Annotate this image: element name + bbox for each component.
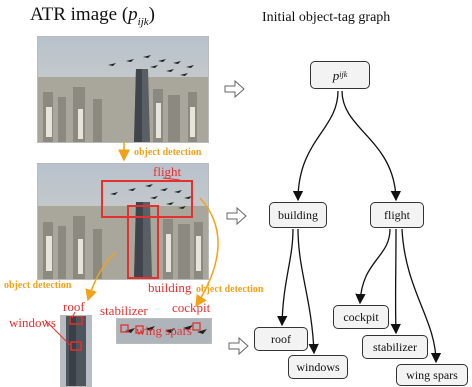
building-label: building bbox=[148, 280, 192, 295]
city-photo-1 bbox=[38, 37, 208, 142]
aircraft-formation-1 bbox=[108, 55, 194, 76]
transition-arrow-2 bbox=[226, 206, 247, 226]
city-photo-2 bbox=[38, 164, 208, 279]
node-flight: flight bbox=[370, 202, 424, 228]
stabilizer-label: stabilizer bbox=[100, 303, 148, 318]
flight-label: flight bbox=[153, 164, 182, 179]
flight-pointer bbox=[162, 177, 181, 181]
roof-label: roof bbox=[63, 299, 85, 314]
node-stabilizer: stabilizer bbox=[362, 335, 428, 359]
stabilizer-box bbox=[120, 324, 129, 333]
aircraft-crop-image bbox=[117, 319, 211, 343]
object-detection-label-left: object detection bbox=[4, 280, 72, 291]
node-root-subscript: ijk bbox=[339, 70, 348, 79]
node-roof: roof bbox=[254, 327, 308, 351]
transition-arrow-1 bbox=[224, 79, 245, 99]
transition-arrow-3 bbox=[228, 336, 249, 356]
atr-title-close: ) bbox=[148, 4, 155, 25]
edge-root-flight bbox=[341, 90, 402, 202]
atr-title-symbol: p bbox=[128, 4, 138, 25]
atr-photo-original bbox=[37, 36, 209, 143]
edge-flight-wing-spars bbox=[401, 228, 442, 364]
node-cockpit: cockpit bbox=[333, 305, 389, 329]
node-root-symbol: p bbox=[332, 67, 340, 83]
atr-photo-detected bbox=[37, 163, 209, 280]
roof-pointer bbox=[71, 311, 76, 319]
edge-root-building bbox=[292, 90, 339, 202]
atr-image-title: ATR image (pijk) bbox=[30, 4, 155, 28]
graph-title: Initial object-tag graph bbox=[262, 10, 391, 25]
node-wing-spars: wing spars bbox=[396, 364, 468, 386]
cockpit-box bbox=[192, 322, 201, 331]
building-crop bbox=[60, 315, 92, 387]
roof-box bbox=[69, 316, 83, 325]
windows-label: windows bbox=[9, 315, 56, 330]
windows-box bbox=[70, 341, 82, 351]
object-detection-label-right: object detection bbox=[196, 284, 264, 295]
node-building: building bbox=[269, 202, 327, 228]
detection-arrow-building bbox=[85, 251, 117, 302]
edge-building-roof bbox=[277, 228, 294, 327]
aircraft-formation-2 bbox=[110, 184, 192, 209]
windows-pointer bbox=[44, 319, 71, 346]
flight-crop bbox=[116, 318, 212, 344]
tower-crop-image bbox=[61, 316, 91, 386]
detection-arrow-flight bbox=[195, 197, 219, 308]
node-windows: windows bbox=[288, 355, 348, 379]
edge-flight-cockpit bbox=[355, 228, 391, 305]
wing-spars-box bbox=[135, 325, 144, 334]
building-box bbox=[127, 205, 159, 279]
flight-box bbox=[101, 180, 193, 218]
wing-spars-label: wing spars bbox=[136, 323, 192, 338]
object-detection-label-top: object detection bbox=[134, 147, 202, 158]
edge-building-windows bbox=[297, 228, 319, 355]
atr-title-text: ATR image ( bbox=[30, 4, 129, 25]
transition-arrows bbox=[224, 79, 249, 356]
atr-title-subscript: ijk bbox=[137, 15, 149, 28]
